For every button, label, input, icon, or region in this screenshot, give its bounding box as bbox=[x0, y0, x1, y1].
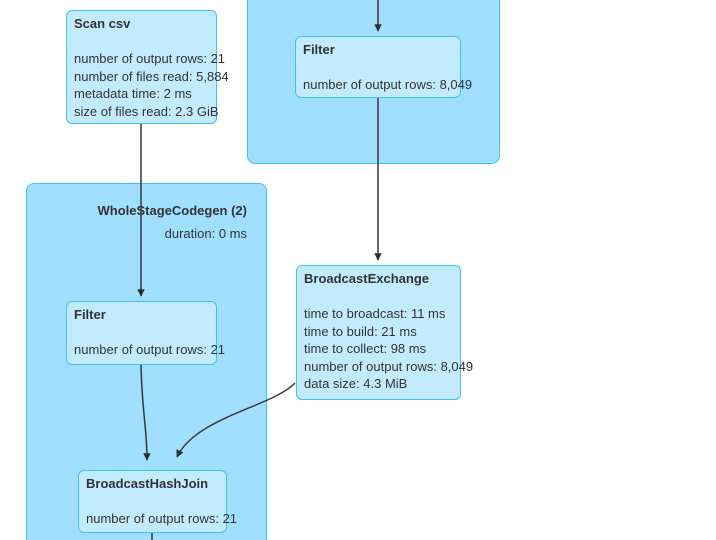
metric-size-files-read: size of files read: 2.3 GiB bbox=[74, 103, 219, 119]
node-metrics: time to broadcast: 11 ms time to build: … bbox=[304, 305, 474, 393]
node-title: Scan csv bbox=[74, 16, 131, 31]
node-metrics: number of output rows: 21 number of file… bbox=[74, 50, 229, 120]
cluster-title: WholeStageCodegen (2) bbox=[97, 203, 247, 218]
metric-output-rows: number of output rows: 21 bbox=[86, 511, 238, 526]
metric-output-rows: number of output rows: 8,049 bbox=[304, 358, 474, 374]
metric-output-rows: number of output rows: 21 bbox=[74, 51, 226, 66]
metric-time-to-broadcast: time to broadcast: 11 ms bbox=[304, 306, 446, 321]
node-metrics: number of output rows: 21 bbox=[74, 341, 226, 359]
node-title: BroadcastExchange bbox=[304, 271, 429, 286]
metric-time-to-collect: time to collect: 98 ms bbox=[304, 341, 427, 356]
cluster-duration-metric: duration: 0 ms bbox=[164, 226, 247, 241]
node-metrics: number of output rows: 21 bbox=[86, 510, 238, 528]
plan-node-broadcast-exchange: BroadcastExchange time to broadcast: 11 … bbox=[296, 265, 474, 400]
metric-output-rows: number of output rows: 8,049 bbox=[303, 77, 473, 92]
plan-node-broadcast-hash-join: BroadcastHashJoin number of output rows:… bbox=[78, 470, 238, 533]
cluster-label-wholestagecodegen-2: WholeStageCodegen (2) duration: 0 ms bbox=[40, 202, 247, 242]
plan-node-filter-top: Filter number of output rows: 8,049 bbox=[295, 36, 473, 98]
plan-node-filter-wsc2: Filter number of output rows: 21 bbox=[66, 301, 226, 365]
metric-data-size: data size: 4.3 MiB bbox=[304, 376, 408, 391]
plan-node-scan-csv: Scan csv number of output rows: 21 numbe… bbox=[66, 10, 229, 124]
metric-files-read: number of files read: 5,884 bbox=[74, 68, 229, 84]
node-title: BroadcastHashJoin bbox=[86, 476, 209, 491]
metric-output-rows: number of output rows: 21 bbox=[74, 342, 226, 357]
metric-metadata-time: metadata time: 2 ms bbox=[74, 86, 192, 101]
node-title: Filter bbox=[74, 307, 106, 322]
node-title: Filter bbox=[303, 42, 335, 57]
node-metrics: number of output rows: 8,049 bbox=[303, 76, 473, 94]
metric-time-to-build: time to build: 21 ms bbox=[304, 323, 417, 339]
